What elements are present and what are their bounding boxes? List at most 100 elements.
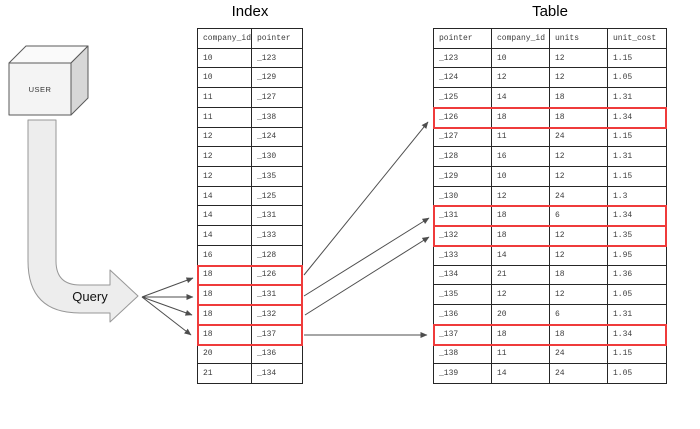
data-cell: 1.31 [613,93,633,103]
data-cell: 1.15 [613,171,633,181]
data-cell: 1.15 [613,132,633,142]
table-row: 20 _136 [198,344,302,365]
query-arrow-icon [27,119,139,323]
table-row: 10_123 [198,48,302,69]
data-cell: 1.05 [613,369,633,379]
table-row: 11_127 [198,88,302,108]
data-cell: 11 [492,127,550,147]
data-cell: _129 [257,73,277,83]
data-cell: 18 [492,107,550,127]
flow-arrow-line [141,277,194,298]
data-cell: _128 [257,250,277,260]
data-cell: 18 [492,226,550,245]
table-row: 14_133 [198,226,302,246]
data-cell: 12 [550,285,608,305]
index-title: Index [231,3,269,20]
data-cell: 1.15 [613,349,633,359]
data-cell: 12 [550,226,608,245]
data-cell: _132 [257,309,277,319]
user-label: USER [29,85,52,94]
data-cell: _132 [434,226,492,245]
data-cell: 18 [198,285,252,305]
data-cell: 1.95 [613,250,633,260]
data-cell: _136 [257,349,277,359]
header-cell: company_id [198,29,252,48]
data-cell: 18 [550,324,608,344]
data-cell: _135 [257,171,277,181]
table-row: 18_131 [197,284,303,307]
data-cell: _123 [257,53,277,63]
data-cell: 12 [550,167,608,186]
data-cell: _138 [434,344,492,364]
data-cell: 1.36 [613,270,633,280]
header-cell: units [550,29,608,48]
data-cell: 24 [550,127,608,147]
table-row: 18 _132 [197,304,303,326]
data-cell: 12 [198,127,252,147]
data-cell: 1.05 [613,73,633,83]
data-cell: 6 [550,305,608,324]
data-cell: _124 [257,132,277,142]
data-cell: _127 [257,93,277,103]
table-row: 18_137 [197,323,303,346]
data-cell: _130 [257,152,277,162]
data-cell: 1.34 [613,112,633,122]
query-fan-arrows [141,277,194,336]
data-cell: 6 [550,206,608,226]
table-row: 12_130 [198,147,302,168]
data-cell: 10 [492,48,550,68]
user-cube-icon [8,45,89,116]
data-cell: _131 [434,206,492,226]
header-cell: pointer [257,33,291,43]
data-cell: 18 [550,265,608,285]
data-cell: 14 [198,226,252,245]
data-cell: 20 [492,305,550,324]
data-cell: _123 [434,48,492,68]
data-cell: 1.3 [613,191,628,201]
data-cell: 12 [492,68,550,88]
data-cell: 14 [492,364,550,383]
data-cell: 24 [550,364,608,383]
data-cell: _129 [434,167,492,186]
table-row: 12_135 [198,167,302,187]
data-cell: 14 [198,206,252,226]
data-cell: _139 [434,364,492,383]
data-cell: 1.31 [613,152,633,162]
data-cell: 16 [492,147,550,167]
data-cell: _127 [434,127,492,147]
data-cell: 18 [198,305,252,324]
data-cell: 18 [198,324,252,344]
table-row: 18_126 [197,264,303,287]
data-cell: _124 [434,68,492,88]
flow-arrow-line [141,296,193,316]
data-cell: 18 [550,88,608,107]
data-cell: 20 [198,344,252,364]
data-cell: _126 [434,107,492,127]
data-cell: 11 [492,344,550,364]
table-row: 12 _124 [198,127,302,148]
data-cell: 12 [550,147,608,167]
query-label: Query [72,289,108,304]
data-cell: 12 [550,68,608,88]
data-cell: _128 [434,147,492,167]
data-cell: 24 [550,344,608,364]
data-cell: _134 [434,265,492,285]
data-cell: 18 [198,265,252,285]
data-cell: 1.31 [613,309,633,319]
flow-arrow-line [304,236,430,316]
data-cell: 18 [492,324,550,344]
data-cell: 12 [492,285,550,305]
